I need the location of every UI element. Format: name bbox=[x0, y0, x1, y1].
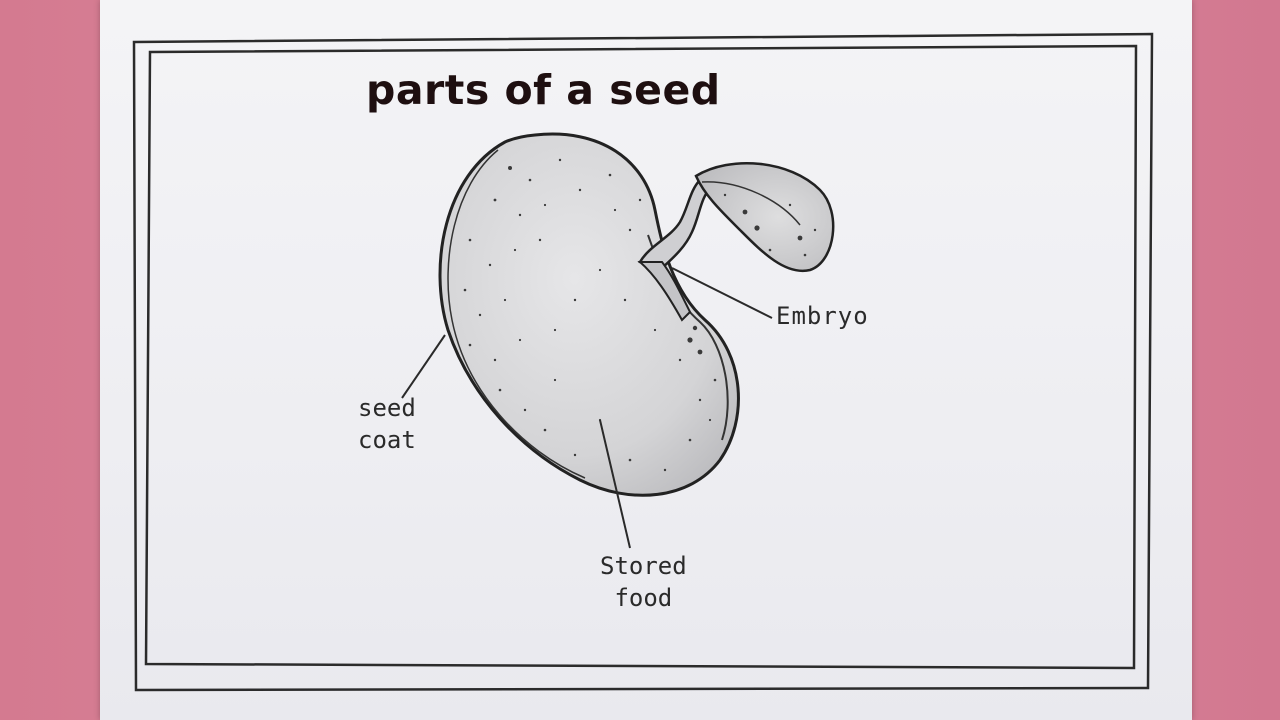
label-seed-coat-line-2: coat bbox=[358, 426, 416, 454]
label-seed-coat: seed coat bbox=[358, 392, 416, 456]
embryo-leaf bbox=[694, 161, 835, 273]
embryo-radicle bbox=[637, 261, 692, 322]
seed-stipple bbox=[463, 158, 817, 472]
inner-border bbox=[144, 44, 1138, 670]
border-frame bbox=[132, 32, 1154, 692]
seed-coat-edge bbox=[447, 149, 586, 479]
label-stored-food-line-1: Stored bbox=[600, 552, 687, 580]
label-stored-food-line-2: food bbox=[614, 584, 673, 612]
seed-body bbox=[438, 132, 740, 497]
pointer-line-stored-food bbox=[599, 419, 631, 549]
pointer-line-seed-coat bbox=[401, 334, 446, 399]
diagram-title: parts of a seed bbox=[366, 66, 721, 114]
outer-border bbox=[132, 32, 1154, 692]
pointer-line-embryo bbox=[671, 267, 773, 319]
label-stored-food: Stored food bbox=[600, 550, 687, 614]
leaf-midrib bbox=[701, 181, 801, 226]
label-seed-coat-line-1: seed bbox=[358, 394, 416, 422]
pointer-lines bbox=[401, 267, 773, 549]
label-embryo-text: Embryo bbox=[776, 302, 869, 330]
label-embryo: Embryo bbox=[776, 300, 869, 332]
